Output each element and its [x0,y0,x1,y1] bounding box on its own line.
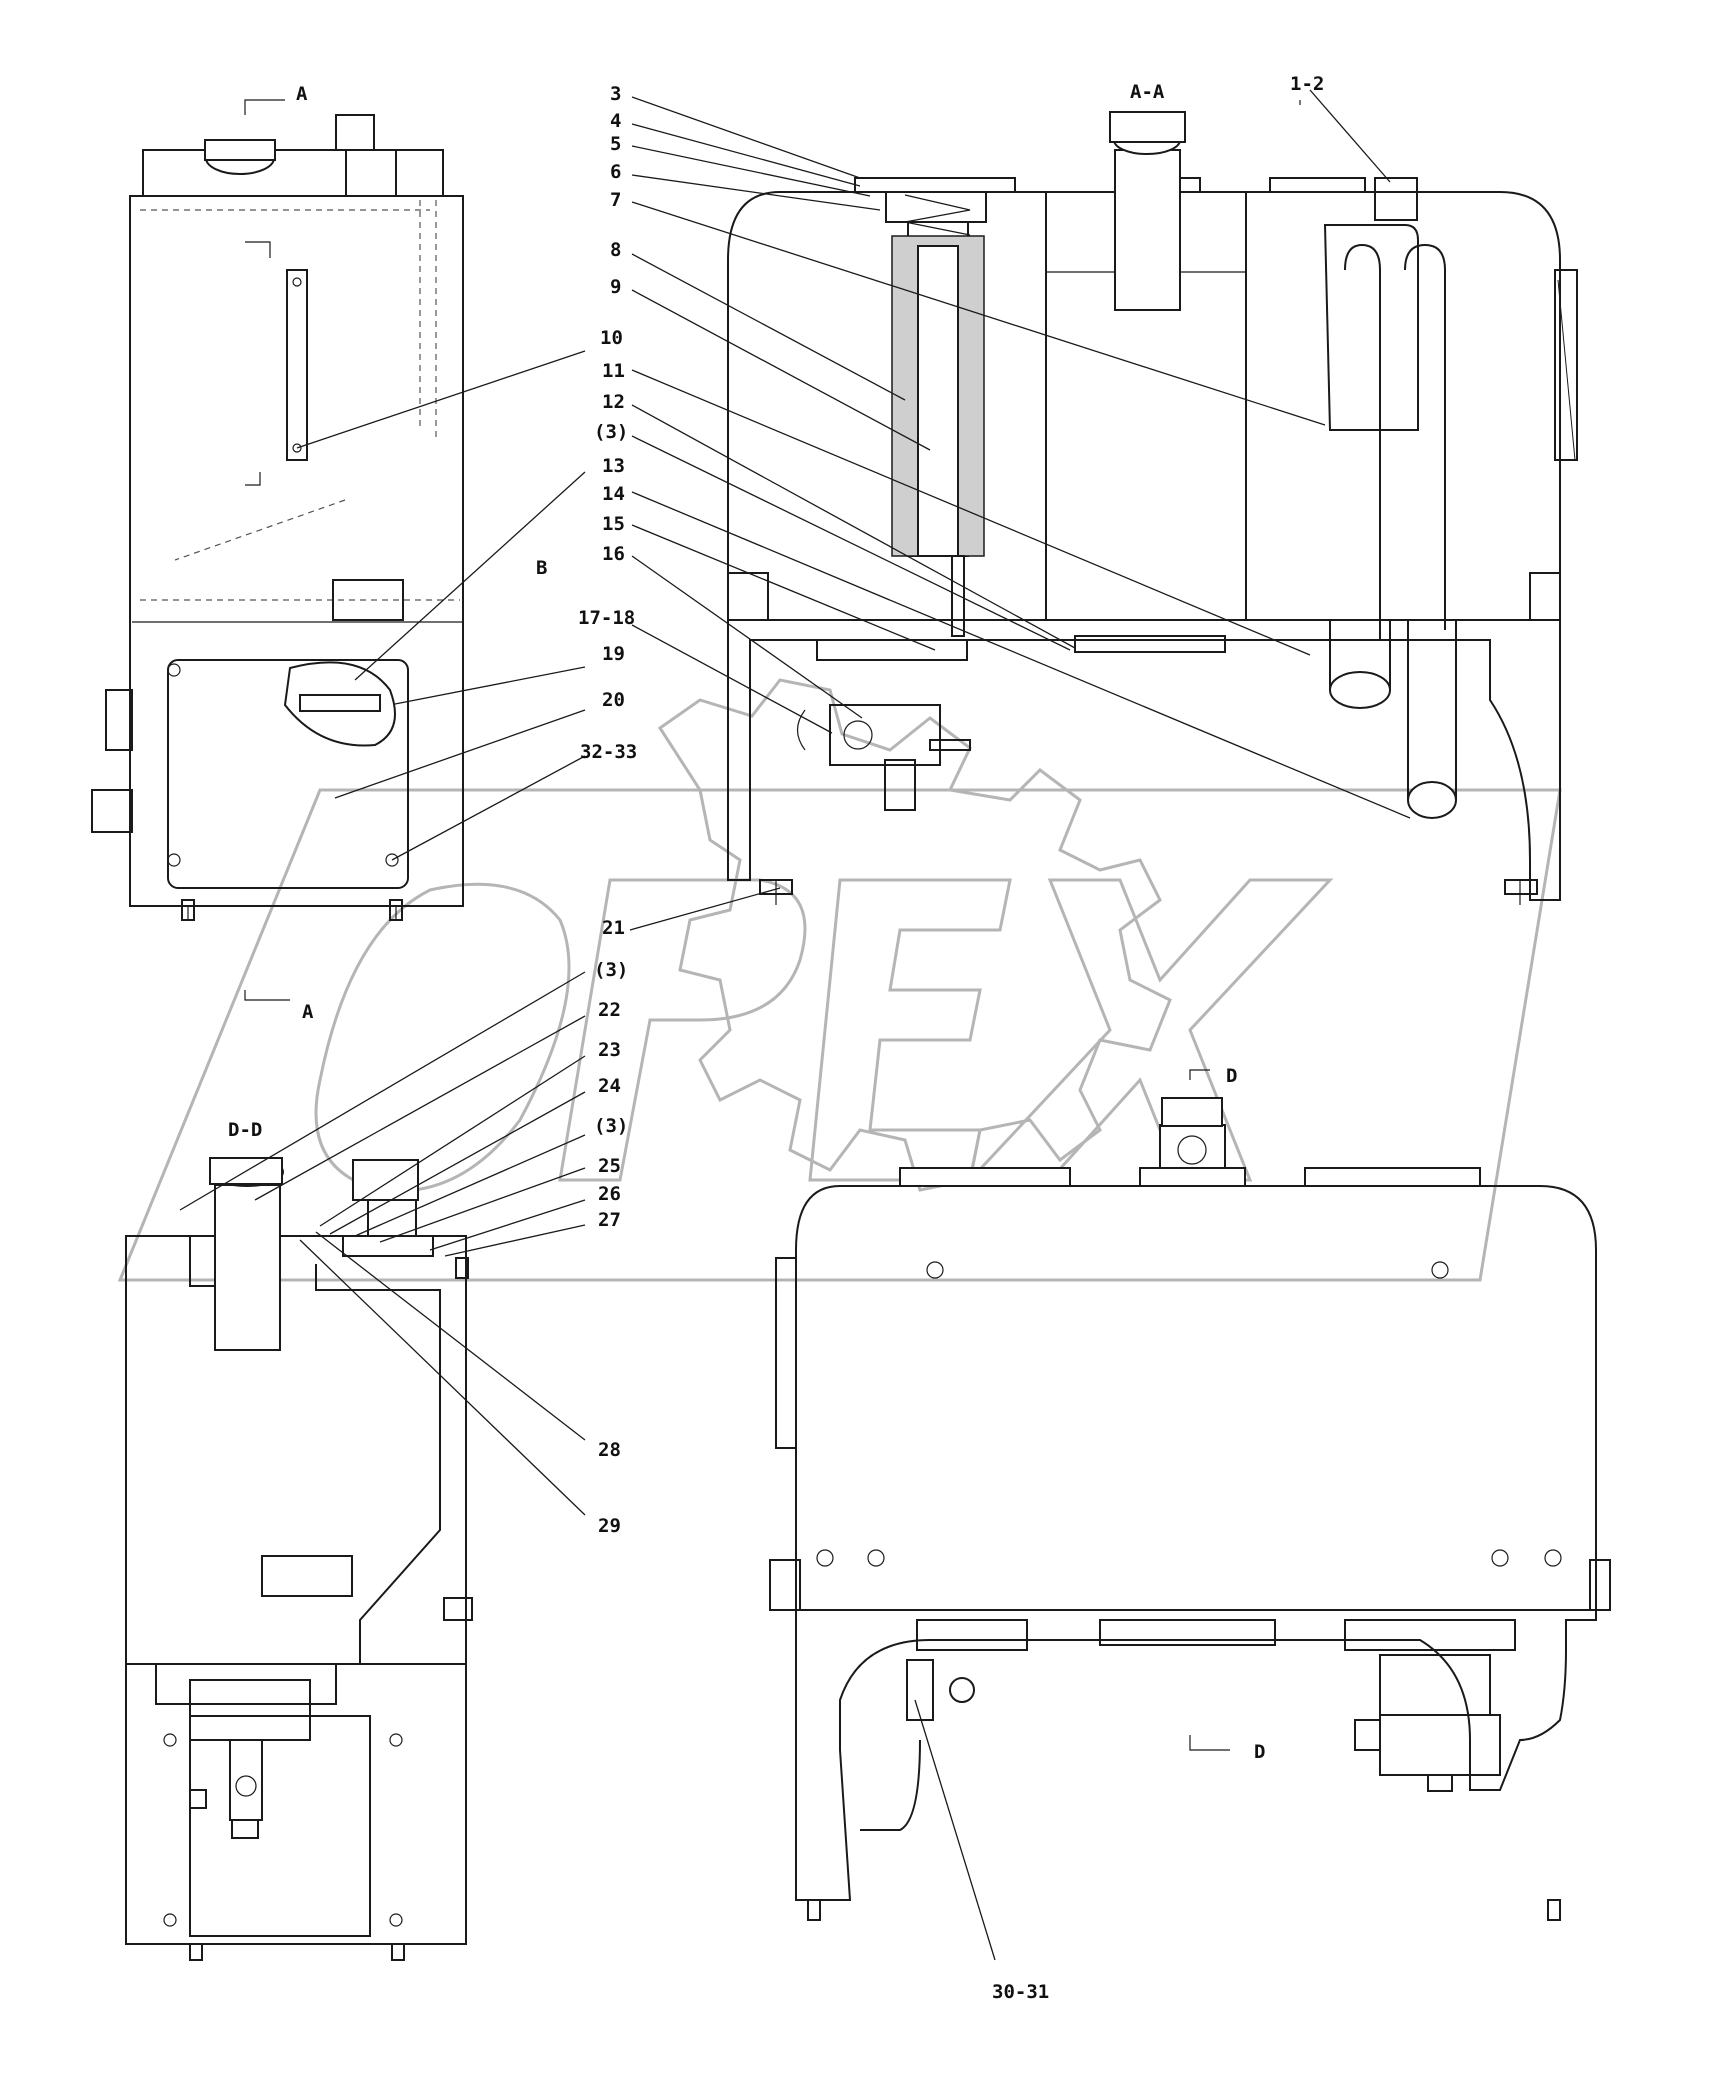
label-19: 19 [602,643,625,665]
label-section-a-a: A-A [1130,81,1165,103]
leader-lines [179,89,1411,1961]
label-29: 29 [598,1515,621,1537]
section-view-d-d [125,1157,473,1961]
label-8: 8 [610,239,621,261]
label-14: 14 [602,483,625,505]
label-25: 25 [598,1155,621,1177]
label-13: 13 [602,455,625,477]
section-view-a-a [727,100,1578,905]
label-11: 11 [602,360,625,382]
label-3-ref-b: (3) [594,959,628,981]
label-24: 24 [598,1075,621,1097]
label-view-d-top: D [1226,1065,1237,1087]
label-9: 9 [610,276,621,298]
label-10: 10 [600,327,623,349]
label-21: 21 [602,917,625,939]
label-5: 5 [610,133,621,155]
label-32-33: 32-33 [580,741,637,763]
label-view-a-bottom: A [302,1001,314,1023]
label-4: 4 [610,110,621,132]
label-28: 28 [598,1439,621,1461]
label-16: 16 [602,543,625,565]
label-3: 3 [610,83,621,105]
label-12: 12 [602,391,625,413]
part-labels: A A-A 1-2 3 4 5 6 7 8 9 10 11 12 (3) 13 … [228,73,1324,2003]
label-27: 27 [598,1209,621,1231]
label-3-ref-a: (3) [594,421,628,443]
label-section-d-d: D-D [228,1119,262,1141]
label-1-2: 1-2 [1290,73,1324,95]
label-20: 20 [602,689,625,711]
label-22: 22 [598,999,621,1021]
label-view-d-bottom: D [1254,1741,1265,1763]
label-26: 26 [598,1183,621,1205]
label-6: 6 [610,161,621,183]
side-view-top-left [91,99,464,1001]
label-23: 23 [598,1039,621,1061]
label-3-ref-c: (3) [594,1115,628,1137]
watermark-logo [117,678,1562,1282]
label-30-31: 30-31 [992,1981,1049,2003]
label-b: B [536,557,547,579]
label-view-a-top: A [296,83,308,105]
label-17-18: 17-18 [578,607,635,629]
label-15: 15 [602,513,625,535]
label-7: 7 [610,189,621,211]
front-view-bottom-right [769,1069,1611,1921]
